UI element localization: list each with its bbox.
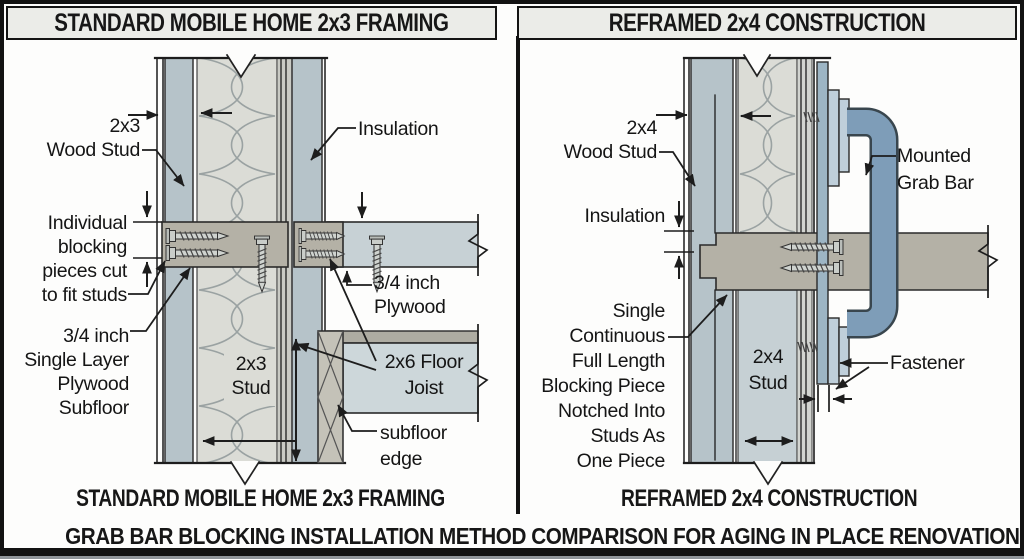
frame-top bbox=[0, 0, 1024, 4]
grab-bar-lower-plate bbox=[827, 317, 840, 385]
right-wall-bottom-break bbox=[754, 461, 782, 485]
label-subfloor-edge: subfloor edge bbox=[380, 422, 447, 470]
left-wall-section bbox=[153, 53, 347, 486]
label-2x3-wood-stud: 2x3 Wood Stud bbox=[46, 115, 141, 161]
panel-divider bbox=[516, 36, 520, 514]
right-blocking-piece bbox=[699, 225, 999, 298]
left-plywood-band bbox=[326, 221, 479, 268]
right-wall-top-break bbox=[744, 53, 770, 77]
frame-bottom-sliver bbox=[0, 556, 1024, 559]
grab-bar-tube bbox=[847, 110, 896, 336]
label-2x4-stud: 2x4 Stud bbox=[748, 346, 788, 394]
label-34-plywood: 3/4 inch Plywood bbox=[374, 272, 446, 318]
left-plywood-break bbox=[467, 214, 489, 276]
frame-right bbox=[1020, 0, 1024, 559]
label-2x4-wood-stud: 2x4 Wood Stud bbox=[563, 117, 658, 163]
right-continuous-blocking bbox=[699, 232, 989, 291]
label-right-insulation: Insulation bbox=[584, 205, 666, 227]
left-panel-caption: STANDARD MOBILE HOME 2x3 FRAMING bbox=[76, 485, 445, 512]
right-blocking-break bbox=[977, 225, 999, 298]
label-2x6-floor-joist: 2x6 Floor Joist bbox=[384, 351, 464, 399]
right-panel-header-text: REFRAMED 2x4 CONSTRUCTION bbox=[608, 8, 926, 37]
label-plywood-subfloor: 3/4 inch Single Layer Plywood Subfloor bbox=[24, 325, 129, 419]
label-individual-blocking: Individual blocking pieces cut to fit st… bbox=[41, 212, 128, 306]
label-continuous-blocking: Single Continuous Full Length Blocking P… bbox=[541, 300, 665, 472]
left-panel-header: STANDARD MOBILE HOME 2x3 FRAMING bbox=[6, 6, 497, 40]
label-mounted-grab-bar: Mounted Grab Bar bbox=[897, 145, 974, 194]
left-blocking-piece-1 bbox=[161, 221, 289, 268]
right-insulation-batt bbox=[737, 57, 798, 234]
left-wall-top-break bbox=[227, 53, 255, 78]
grab-bar-upper-plate bbox=[827, 89, 840, 187]
frame-left bbox=[0, 0, 4, 559]
grab-bar-rail bbox=[816, 61, 829, 385]
right-leader-lines bbox=[659, 151, 896, 390]
left-wall-bottom-break bbox=[231, 461, 259, 485]
left-subfloor-edge-member bbox=[317, 330, 344, 464]
left-floor-joist-band bbox=[342, 342, 479, 414]
label-left-insulation: Insulation bbox=[358, 118, 439, 140]
left-subfloor-strip bbox=[326, 330, 479, 344]
diagram-title: GRAB BAR BLOCKING INSTALLATION METHOD CO… bbox=[65, 523, 1020, 549]
lower-fastener-threads bbox=[797, 341, 818, 353]
right-dimension-arrows bbox=[656, 110, 852, 446]
left-joist-break bbox=[467, 324, 489, 422]
left-leader-lines bbox=[128, 127, 377, 432]
label-2x3-stud: 2x3 Stud bbox=[231, 353, 271, 399]
upper-fastener-threads bbox=[803, 111, 820, 123]
right-stud-column bbox=[737, 289, 798, 464]
label-fastener: Fastener bbox=[890, 352, 965, 374]
grab-bar-assembly bbox=[780, 61, 899, 385]
frame-bottom bbox=[0, 548, 1024, 556]
left-panel-header-text: STANDARD MOBILE HOME 2x3 FRAMING bbox=[54, 8, 449, 37]
right-panel-header: REFRAMED 2x4 CONSTRUCTION bbox=[517, 6, 1017, 40]
left-dimension-arrows bbox=[128, 108, 367, 462]
right-panel-caption: REFRAMED 2x4 CONSTRUCTION bbox=[621, 485, 918, 512]
